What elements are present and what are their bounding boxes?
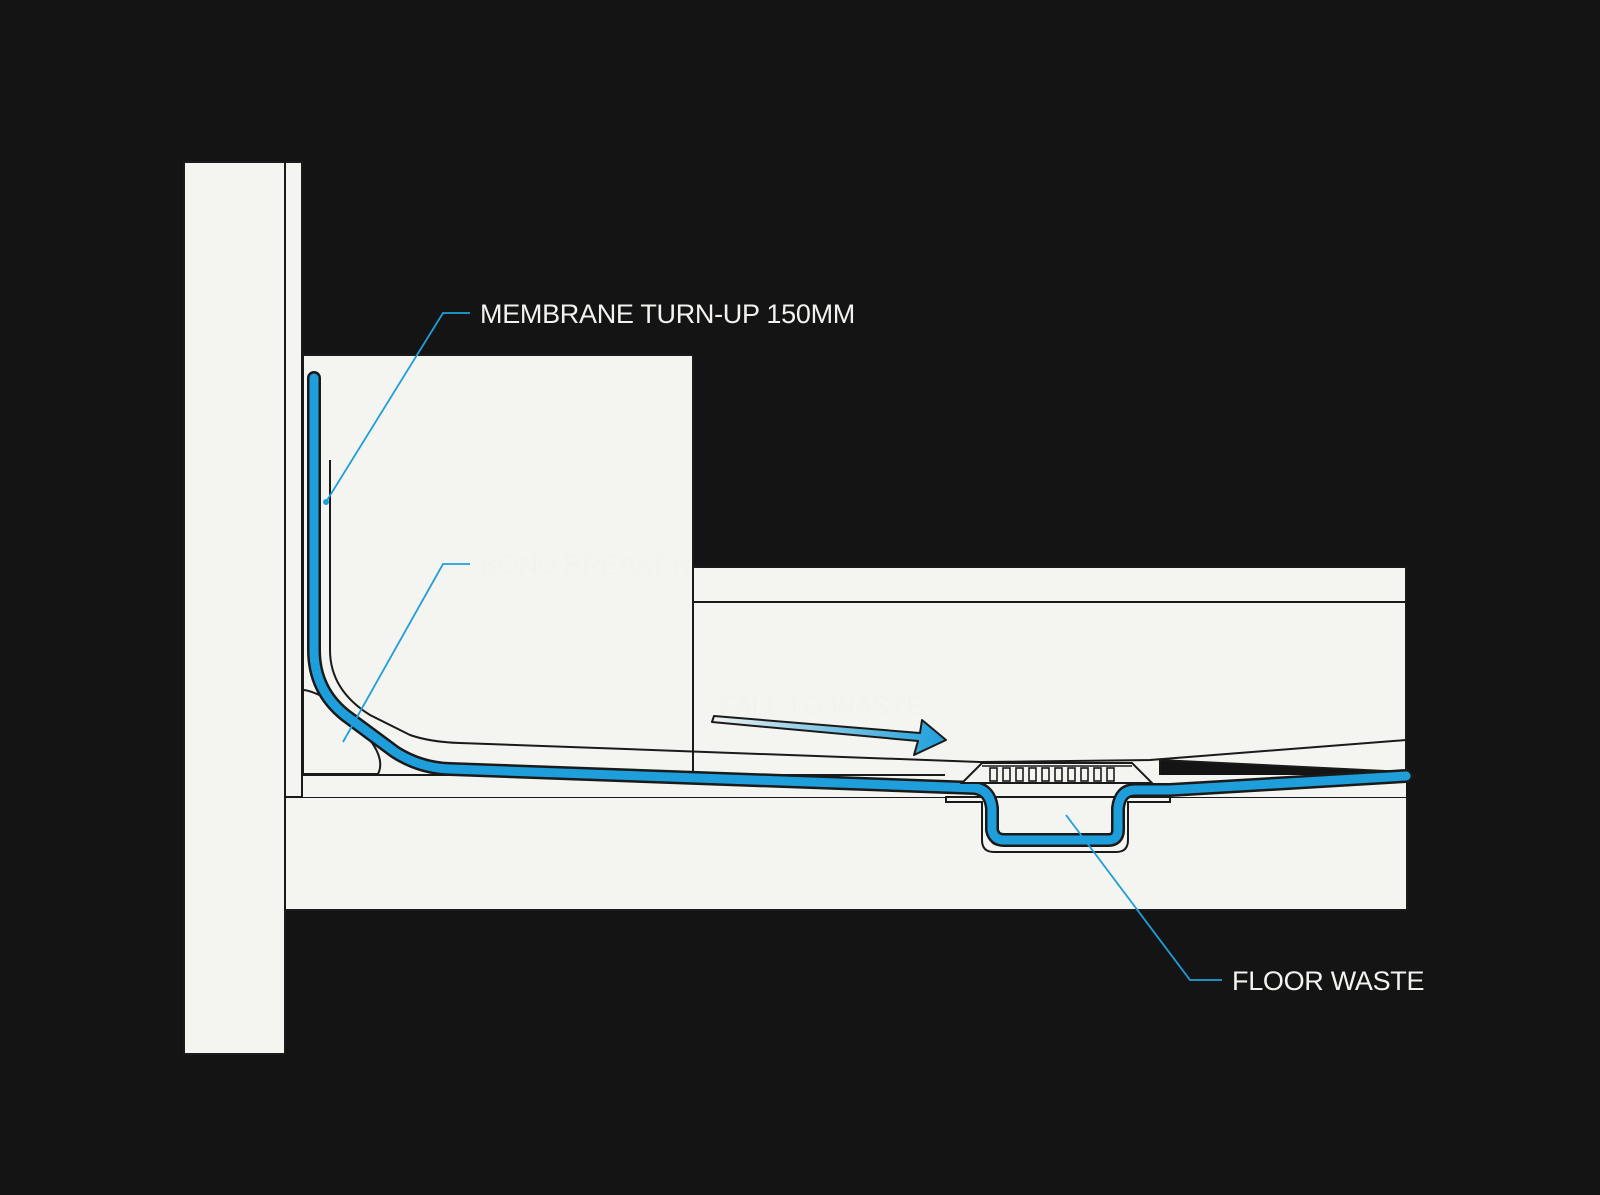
label-bond-breaker: BOND BREAKER <box>480 550 691 580</box>
wall-tile-block <box>302 354 694 776</box>
arrow-right-icon <box>711 715 947 756</box>
wall <box>183 161 286 1055</box>
label-floor-waste: FLOOR WASTE <box>1232 966 1424 996</box>
leader-dot-membrane <box>323 499 329 505</box>
grate-icon <box>959 762 1155 784</box>
leader-floor-waste <box>1065 814 1222 981</box>
leader-bond-breaker <box>342 563 470 743</box>
wall-lining <box>284 161 303 798</box>
leader-membrane-turn-up <box>325 312 470 503</box>
floor-slab <box>230 796 1408 911</box>
screed-fall-contour <box>329 460 1407 764</box>
label-fall-to-waste: FALL TO WASTE <box>719 691 924 721</box>
waterproof-membrane <box>309 373 1411 845</box>
label-membrane-turn-up: MEMBRANE TURN-UP 150MM <box>480 299 855 329</box>
